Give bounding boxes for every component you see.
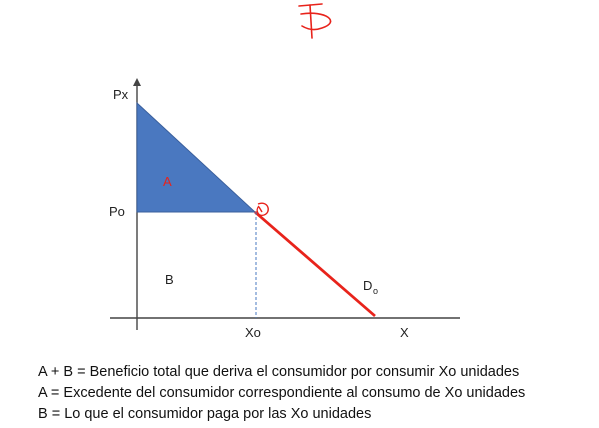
legend-line-consumer-surplus: A = Excedente del consumidor correspondi… — [38, 385, 526, 401]
region-b-label: B — [165, 272, 174, 287]
x-axis-label: X — [400, 325, 409, 340]
legend-line-consumer-payment: B = Lo que el consumidor paga por las Xo… — [38, 406, 372, 422]
quantity-label: Xo — [245, 325, 261, 340]
demand-curve — [254, 210, 376, 318]
region-a-label: A — [163, 174, 172, 189]
demand-label: D — [363, 278, 372, 293]
demand-label-subscript: o — [373, 286, 378, 296]
price-label: Po — [109, 204, 125, 219]
legend: A + B = Beneficio total que deriva el co… — [38, 362, 525, 425]
y-axis-arrow-icon — [133, 78, 141, 86]
legend-line-total-benefit: A + B = Beneficio total que deriva el co… — [38, 364, 520, 380]
region-a-triangle — [136, 101, 257, 213]
equilibrium-marker-icon — [256, 202, 269, 217]
handwritten-annotation-icon — [298, 3, 332, 39]
y-axis-label: Px — [113, 87, 129, 102]
